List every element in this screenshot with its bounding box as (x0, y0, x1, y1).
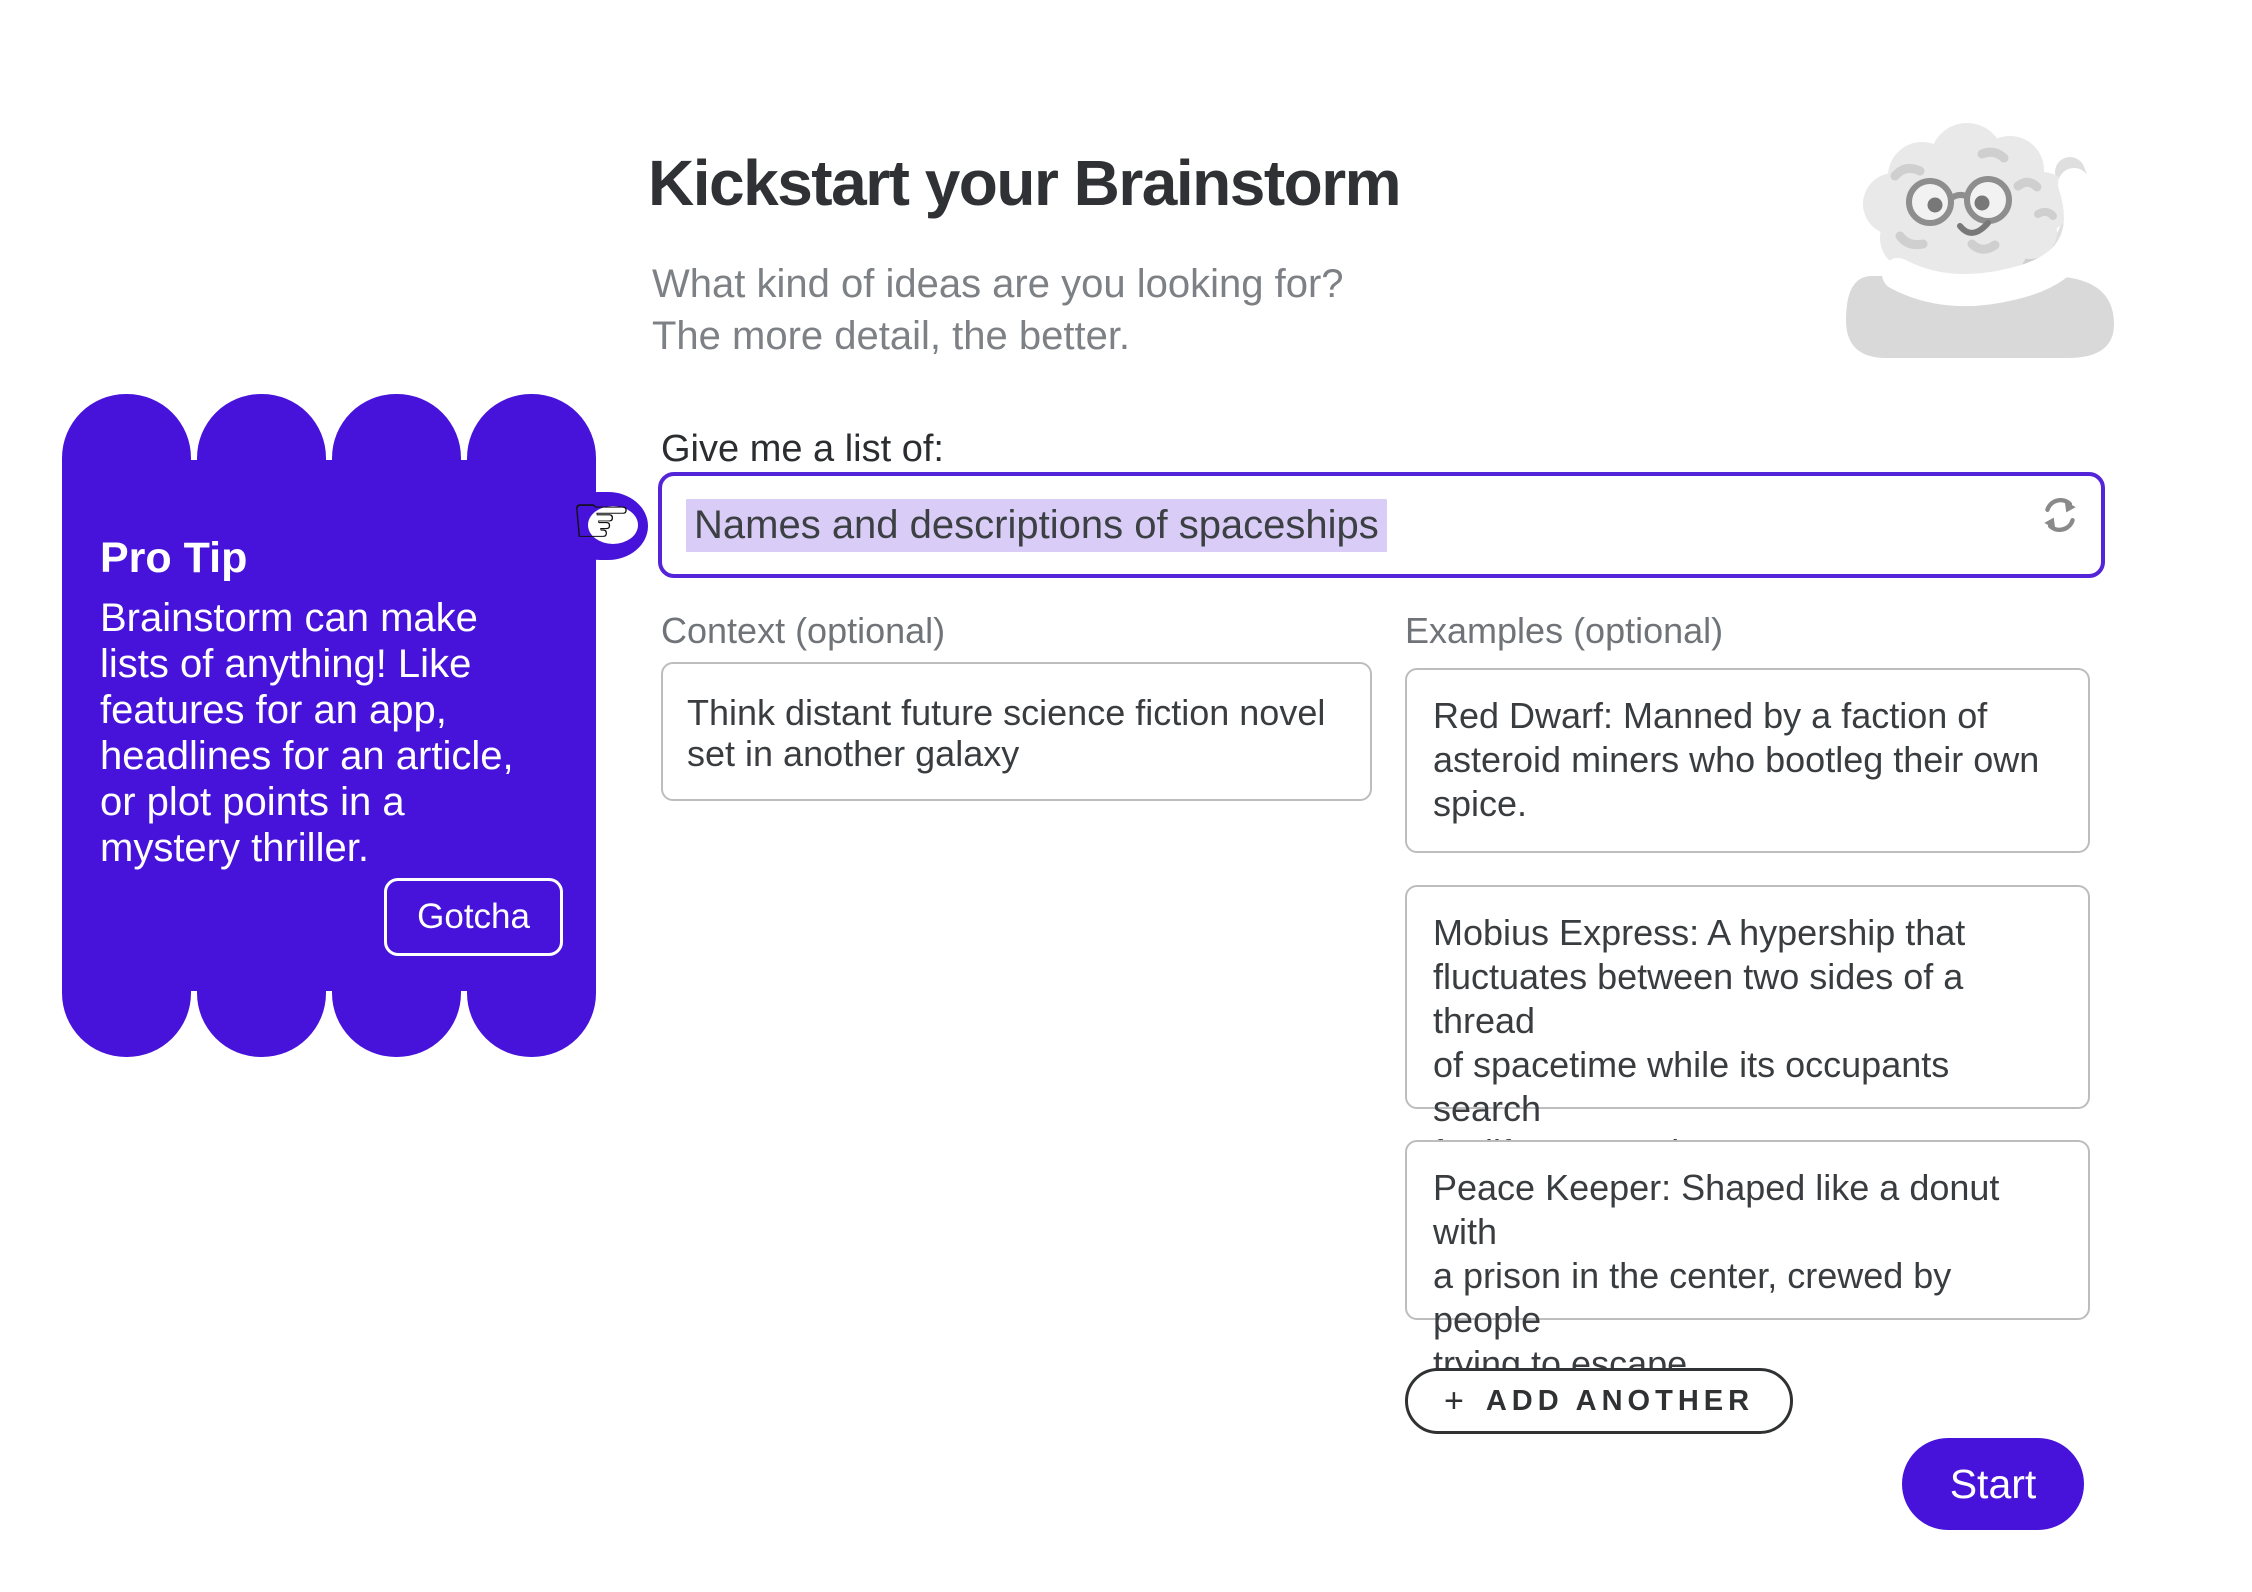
example-input-2[interactable]: Mobius Express: A hypership that fluctua… (1405, 885, 2090, 1173)
list-input[interactable]: Names and descriptions of spaceships (658, 472, 2105, 578)
example-input-3[interactable]: Peace Keeper: Shaped like a donut with a… (1405, 1140, 2090, 1384)
start-button[interactable]: Start (1902, 1438, 2084, 1530)
plus-icon: + (1444, 1381, 1464, 1420)
brain-mascot-illustration (1842, 114, 2118, 358)
pointing-hand-icon: ☞ (562, 482, 652, 566)
context-field-label: Context (optional) (661, 610, 946, 651)
protip-scallop-shape (62, 460, 596, 991)
add-another-label: ADD ANOTHER (1485, 1384, 1755, 1417)
list-input-value-selected[interactable]: Names and descriptions of spaceships (686, 498, 1387, 552)
examples-field-label: Examples (optional) (1405, 610, 1724, 651)
page-subtitle: What kind of ideas are you looking for? … (652, 262, 1344, 358)
context-textarea[interactable]: Think distant future science fiction nov… (661, 662, 1372, 801)
example-input-1[interactable]: Red Dwarf: Manned by a faction of astero… (1405, 668, 2090, 853)
pointing-hand-glove (588, 506, 638, 544)
add-another-button[interactable]: + ADD ANOTHER (1405, 1368, 1794, 1434)
protip-body-text: Brainstorm can make lists of anything! L… (100, 596, 514, 870)
page-title: Kickstart your Brainstorm (648, 147, 1402, 219)
protip-callout: Pro Tip Brainstorm can make lists of any… (62, 394, 596, 1057)
refresh-icon[interactable] (2037, 492, 2083, 538)
list-field-label: Give me a list of: (661, 428, 944, 470)
pointing-hand-glyph: ☞ (570, 479, 633, 561)
gotcha-button[interactable]: Gotcha (384, 878, 563, 956)
protip-title: Pro Tip (100, 534, 248, 582)
